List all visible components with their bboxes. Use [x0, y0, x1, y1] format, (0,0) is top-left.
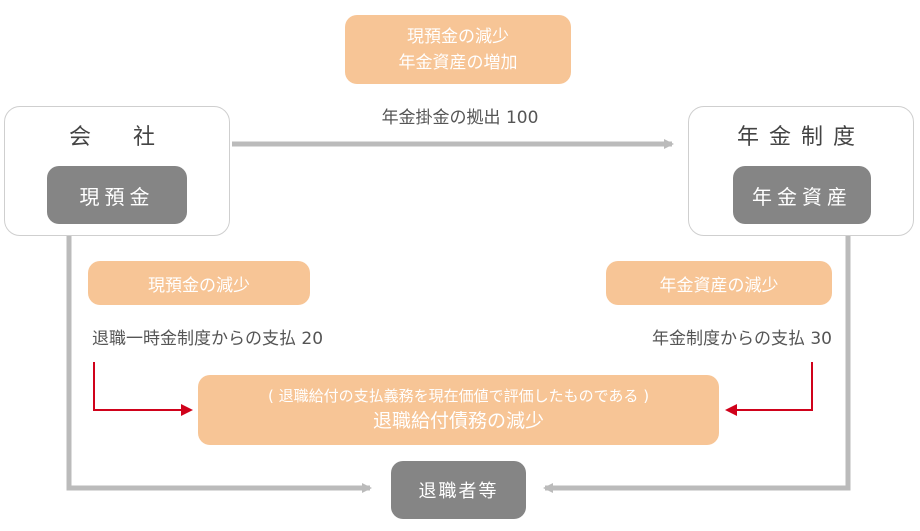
retirees-pill: 退職者等: [391, 461, 526, 519]
company-cash-pill: 現預金: [47, 166, 187, 224]
pension-payment-red-arrow: [725, 362, 813, 416]
pension-title: 年金制度: [736, 125, 865, 150]
obligation-box: ( 退職給付の支払義務を現在価値で評価したものである ) 退職給付債務の減少: [198, 375, 719, 445]
obligation-title: 退職給付債務の減少: [372, 410, 544, 432]
company-box: 会 社 現預金: [4, 106, 230, 236]
pension-asset-pill: 年金資産: [733, 166, 871, 224]
company-to-retirees-arrow: [66, 236, 372, 493]
obligation-note: ( 退職給付の支払義務を現在価値で評価したものである ): [267, 387, 650, 405]
lump-sum-label: 退職一時金制度からの支払 20: [92, 329, 324, 349]
top-effect-line2: 年金資産の増加: [398, 52, 518, 73]
left-effect-pill: 現預金の減少: [88, 261, 310, 305]
lump-sum-red-arrow: [93, 362, 193, 416]
pension-box: 年金制度 年金資産: [688, 106, 914, 236]
pension-payment-label: 年金制度からの支払 30: [651, 329, 832, 349]
top-effect-box: 現預金の減少 年金資産の増加: [345, 15, 571, 84]
contribution-label: 年金掛金の拠出 100: [381, 108, 539, 128]
right-effect-pill: 年金資産の減少: [606, 261, 832, 305]
top-effect-line1: 現預金の減少: [407, 26, 509, 47]
pension-to-retirees-arrow: [543, 236, 851, 493]
company-title: 会 社: [68, 125, 165, 150]
